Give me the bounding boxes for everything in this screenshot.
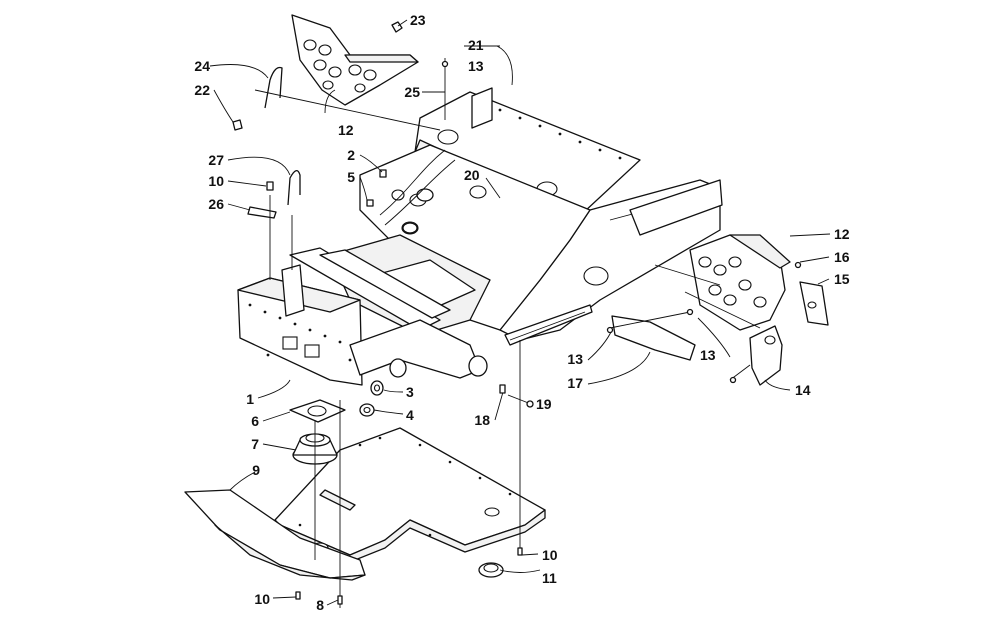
callout-25: 25 [404, 84, 420, 100]
callout-23: 23 [410, 12, 426, 28]
front-cross-member [349, 319, 481, 379]
callout-12-right: 12 [834, 226, 850, 242]
clip-plate [247, 206, 277, 219]
tunnel-rear-extension [629, 179, 723, 236]
right-foot-rail [504, 304, 593, 346]
upper-tube-end [416, 188, 434, 202]
callout-8: 8 [316, 597, 324, 613]
callout-labels: 1 2 3 4 5 6 7 8 9 10 10 10 11 12 12 13 1… [194, 12, 849, 613]
bolt-10-upper [266, 181, 274, 191]
upper-tube-end-2 [402, 222, 418, 234]
callout-10-lower-right: 10 [542, 547, 558, 563]
callout-27: 27 [208, 152, 224, 168]
callout-5: 5 [347, 169, 355, 185]
callout-16: 16 [834, 249, 850, 265]
callout-2: 2 [347, 147, 355, 163]
nut-23 [391, 21, 403, 33]
callout-26: 26 [208, 196, 224, 212]
bulkhead-rivets [248, 303, 352, 362]
bolt-22 [232, 119, 243, 131]
tunnel-left-side-rail [359, 144, 591, 331]
cross-tube-end [468, 355, 488, 377]
support-bracket [749, 325, 783, 386]
right-mounting-plate [689, 234, 791, 331]
u-bolt-upper [264, 66, 283, 109]
callout-14: 14 [795, 382, 811, 398]
callout-3: 3 [406, 384, 414, 400]
callout-22: 22 [194, 82, 210, 98]
callout-21: 21 [468, 37, 484, 53]
upper-left-mounting-plate [291, 14, 419, 106]
callout-13-top: 13 [468, 58, 484, 74]
callout-12-left: 12 [338, 122, 354, 138]
callout-9: 9 [252, 462, 260, 478]
callout-17: 17 [567, 375, 583, 391]
callout-24: 24 [194, 58, 210, 74]
angle-bracket [611, 315, 696, 361]
bolt-5 [366, 199, 374, 207]
front-skid [184, 489, 366, 581]
tunnel-top-plate [414, 91, 641, 226]
callout-18: 18 [474, 412, 490, 428]
callout-13-middle: 13 [567, 351, 583, 367]
callout-10-upper: 10 [208, 173, 224, 189]
callout-15: 15 [834, 271, 850, 287]
fasteners [295, 60, 802, 605]
chassis-frame [237, 87, 723, 386]
callout-10-lower-left: 10 [254, 591, 270, 607]
u-bolt-lower [287, 170, 301, 206]
callout-11: 11 [542, 570, 557, 586]
callout-1: 1 [246, 391, 254, 407]
upper-rail-right [319, 249, 451, 319]
boot-retainer-plate [289, 399, 346, 423]
callout-20: 20 [464, 167, 480, 183]
callout-6: 6 [251, 413, 259, 429]
upper-rail-left [289, 247, 441, 331]
belly-pan-rivets [298, 436, 512, 537]
callout-13-right: 13 [700, 347, 716, 363]
callout-4: 4 [406, 407, 414, 423]
steering-post-bracket [281, 264, 305, 317]
tube-end-cap [389, 358, 407, 378]
callout-19: 19 [536, 396, 552, 412]
leader-lines [209, 19, 831, 608]
bolt-2 [379, 169, 387, 178]
callout-7: 7 [251, 436, 259, 452]
